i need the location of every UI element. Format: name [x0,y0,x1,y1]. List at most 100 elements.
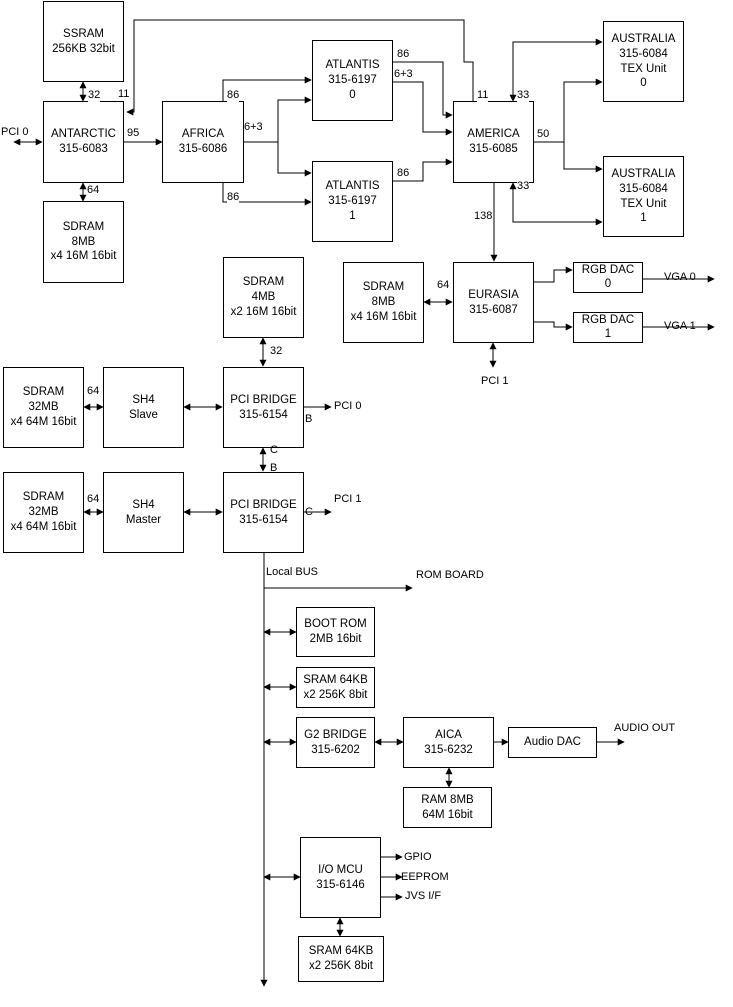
label-rom-board: ROM BOARD [416,569,484,581]
label-gpio: GPIO [404,851,432,863]
label-bus-11-america: 11 [477,89,489,103]
sh4-slave-block: SH4 Slave [103,367,184,448]
sdram-eurasia-name: SDRAM [362,281,405,294]
label-bus-95: 95 [127,127,140,139]
label-bus-50: 50 [537,128,550,142]
eurasia-name: EURASIA [468,288,519,301]
label-jvs: JVS I/F [405,890,442,902]
sdram-eurasia-block: SDRAM 8MB x4 16M 16bit [343,262,424,343]
sram-io-name: SRAM 64KB [308,945,374,958]
america-part: 315-6085 [469,143,518,155]
pcibridge1-part: 315-6154 [239,513,288,526]
label-bus-138: 138 [474,210,493,224]
label-bus-86-atl1: 86 [397,167,410,181]
aica-name: AICA [435,728,462,741]
atlantis0-name: ATLANTIS [325,59,380,72]
iomcu-part: 315-6146 [316,878,365,891]
label-bus-32-sdram4: 32 [270,345,283,359]
label-local-bus: Local BUS [266,566,318,578]
wire-america-australia1-33 [509,182,603,226]
antarctic-name: ANTARCTIC [51,128,116,141]
africa-block: AFRICA 315-6086 [162,101,244,183]
label-bus-64-antarctic: 64 [87,184,100,198]
audiodac-block: Audio DAC [508,727,597,758]
sdram-pci-spec: x2 16M 16bit [230,305,297,318]
label-bus-6p3-atl0: 6+3 [394,68,413,82]
bootrom-block: BOOT ROM 2MB 16bit [296,607,375,657]
label-bus-64-slave: 64 [87,385,100,399]
eurasia-block: EURASIA 315-6087 [453,262,534,343]
wire-africa-split-low [277,142,312,177]
sdram-pci-name: SDRAM [242,276,285,289]
sdram-eurasia-size: 8MB [371,296,396,309]
australia1-index: 1 [640,212,647,225]
sram-io-spec: x2 256K 8bit [309,960,373,972]
wire-eurasia-rgbdac1 [534,321,573,331]
ram-aica-size: RAM 8MB [421,793,474,806]
label-port-b-bridge0: B [305,413,313,425]
sh4-slave-name: SH4 [132,393,155,406]
label-bus-32-ssram: 32 [88,89,101,103]
label-pci0-left: PCI 0 [1,126,29,140]
wire-atlantis0-america-86 [393,61,453,119]
pcibridge0-name: PCI BRIDGE [230,393,297,406]
sdram-master-spec: x4 64M 16bit [10,520,77,533]
sdram-antarctic-size: 8MB [71,235,96,248]
rgbdac1-index: 1 [604,327,612,340]
antarctic-part: 315-6083 [59,143,108,155]
sdram-slave-block: SDRAM 32MB x4 64M 16bit [3,367,84,448]
rgbdac0-index: 0 [604,277,612,290]
sdram-antarctic-spec: x4 16M 16bit [50,250,117,263]
ram-aica-spec: 64M 16bit [422,808,473,821]
label-bus-33-bottom: 33 [517,180,530,194]
rgbdac0-block: RGB DAC 0 [573,262,643,293]
iomcu-name: I/O MCU [318,863,363,876]
label-bus-33-top: 33 [517,89,530,103]
sh4-master-role: Master [125,513,162,526]
aica-part: 315-6232 [424,743,473,756]
label-audio-out: AUDIO OUT [614,722,676,734]
sram-local-block: SRAM 64KB x2 256K 8bit [296,667,375,708]
eurasia-part: 315-6087 [469,303,518,316]
pcibridge1-name: PCI BRIDGE [230,498,297,511]
australia0-index: 0 [640,77,647,90]
australia0-unit: TEX Unit [620,62,667,75]
atlantis1-index: 1 [349,209,356,222]
atlantis0-index: 0 [349,88,356,101]
australia1-part: 315-6084 [619,182,668,195]
sdram-slave-size: 32MB [28,401,59,414]
sram-local-spec: x2 256K 8bit [303,688,368,701]
bootrom-spec: 2MB 16bit [309,633,362,645]
label-port-b-bottom: B [270,462,278,474]
ram-aica-block: RAM 8MB 64M 16bit [403,787,492,828]
label-pci1-bridge: PCI 1 [334,493,362,505]
g2bridge-block: G2 BRIDGE 315-6202 [296,717,375,768]
sdram-eurasia-spec: x4 16M 16bit [350,310,417,323]
rgbdac1-name: RGB DAC [581,313,635,326]
sdram-slave-spec: x4 64M 16bit [10,415,77,428]
pcibridge0-block: PCI BRIDGE 315-6154 [223,367,304,448]
australia1-unit: TEX Unit [620,197,667,210]
label-bus-64-eurasia: 64 [437,279,450,293]
label-vga0: VGA 0 [664,271,696,283]
sdram-slave-name: SDRAM [22,386,65,399]
rgbdac1-block: RGB DAC 1 [573,312,643,343]
sh4-slave-role: Slave [129,408,158,421]
ssram-name: SSRAM [63,27,104,40]
atlantis1-part: 315-6197 [328,195,377,208]
label-pci0-bridge: PCI 0 [334,400,362,412]
australia0-part: 315-6084 [619,47,668,60]
sdram-master-size: 32MB [28,506,59,519]
label-bus-86-atl0: 86 [397,48,410,62]
label-vga1: VGA 1 [664,320,696,332]
iomcu-block: I/O MCU 315-6146 [300,837,381,918]
africa-part: 315-6086 [178,143,228,155]
atlantis0-block: ATLANTIS 315-6197 0 [312,40,393,121]
ssram-spec: 256KB 32bit [52,42,115,55]
atlantis1-name: ATLANTIS [325,180,380,193]
australia0-block: AUSTRALIA 315-6084 TEX Unit 0 [603,21,684,102]
g2bridge-part: 315-6202 [311,743,360,756]
sh4-master-name: SH4 [132,498,155,511]
wire-eurasia-rgbdac0 [534,266,573,283]
wire-america-antarctic-11 [126,19,474,116]
